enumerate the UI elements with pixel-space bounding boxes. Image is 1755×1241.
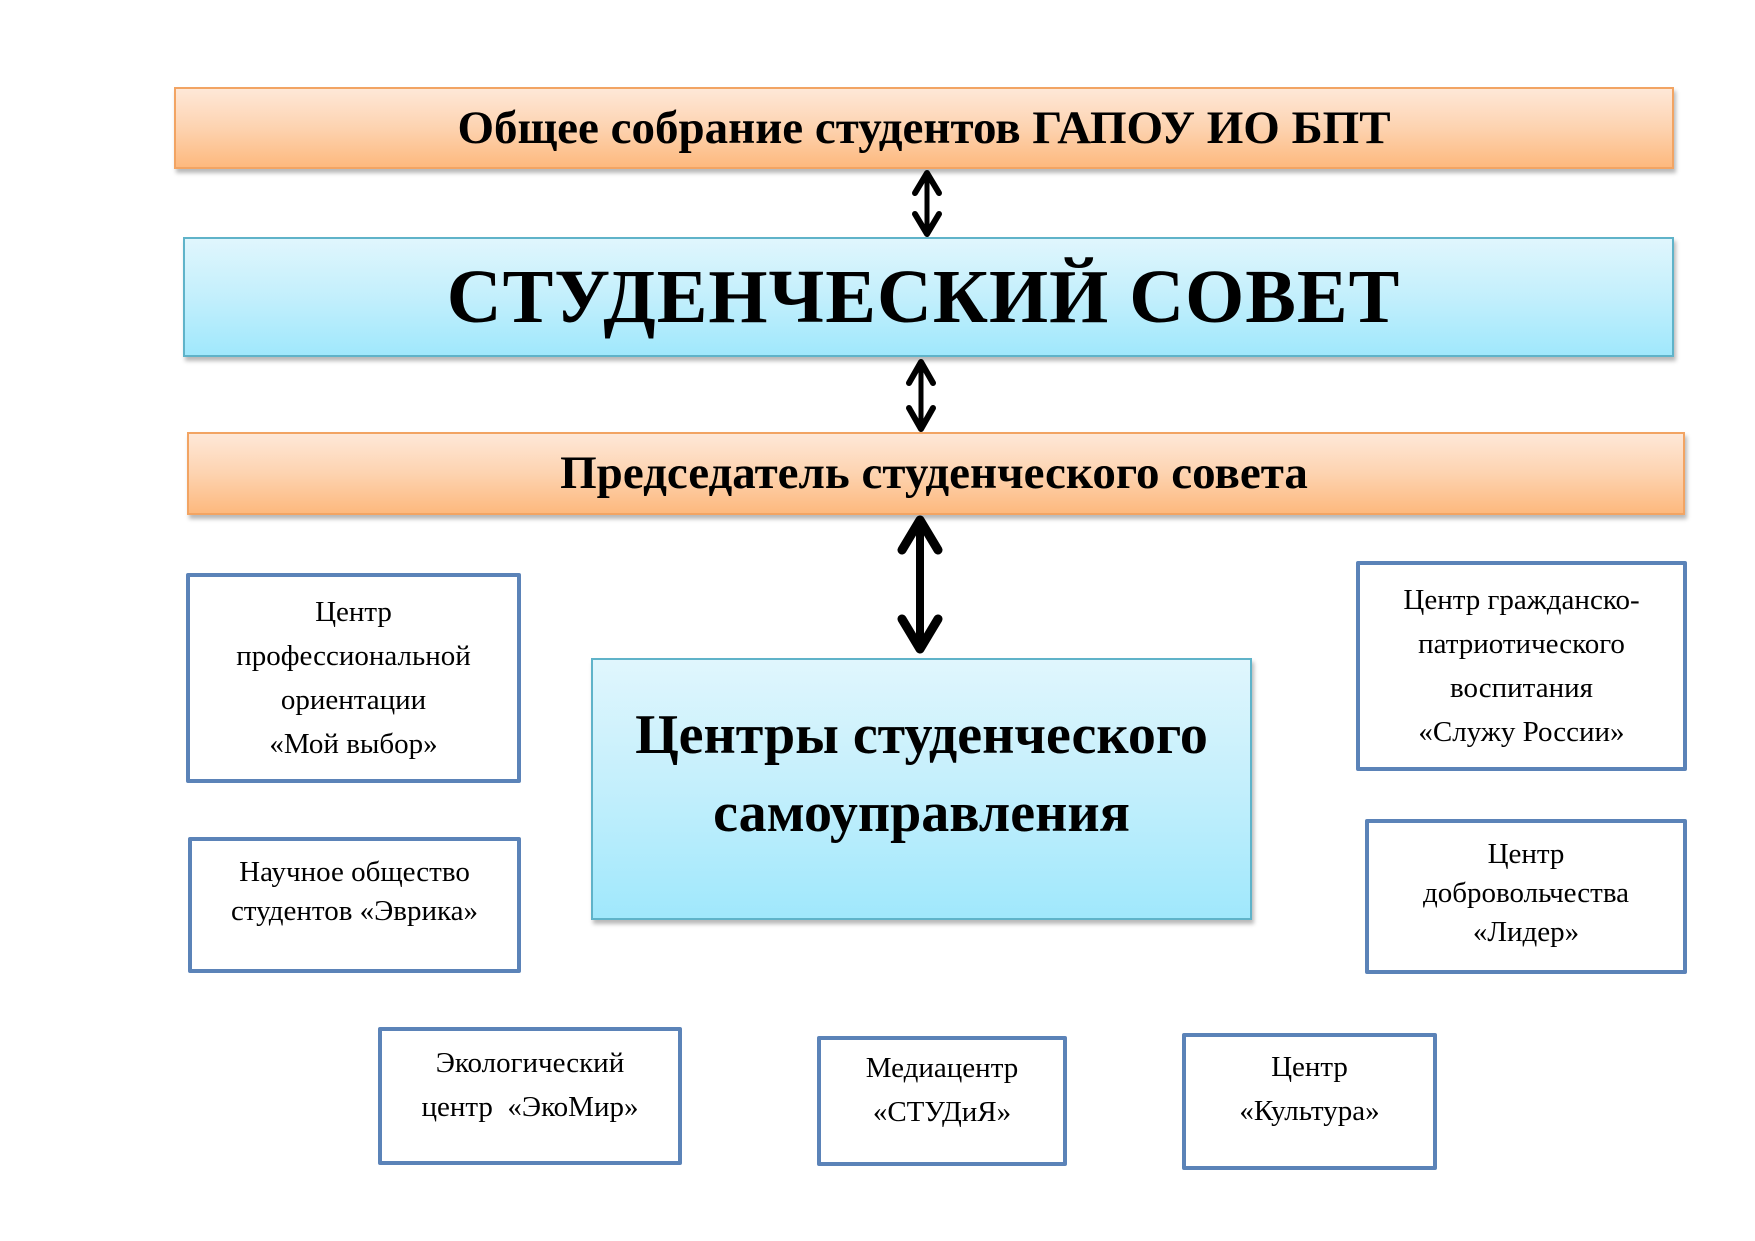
center-career-line-2: профессиональной [236, 640, 471, 672]
general-meeting-label: Общее собрание студентов ГАПОУ ИО БПТ [457, 101, 1391, 154]
center-box-volunteer: Центр добровольчества «Лидер» [1365, 819, 1687, 974]
center-patriotic-line-3: воспитания [1450, 672, 1593, 704]
centers-hub-title: Центры студенческого самоуправления [635, 660, 1208, 852]
arrow-council-chairman [906, 359, 936, 432]
center-box-media: Медиацентр «СТУДиЯ» [817, 1036, 1067, 1166]
center-label-eco: Экологический центр «ЭкоМир» [421, 1031, 638, 1129]
student-council-label: СТУДЕНЧЕСКИЙ СОВЕТ [446, 255, 1401, 339]
center-patriotic-line-4: «Служу России» [1418, 716, 1625, 748]
center-media-line-2: «СТУДиЯ» [872, 1096, 1012, 1128]
chairman-label: Председатель студенческого совета [560, 447, 1308, 499]
center-label-volunteer: Центр добровольчества «Лидер» [1423, 823, 1629, 952]
center-label-media: Медиацентр «СТУДиЯ» [866, 1040, 1018, 1134]
arrow-chairman-centers [897, 515, 943, 654]
centers-hub-line-1: Центры студенческого [635, 704, 1208, 766]
center-career-line-4: «Мой выбор» [269, 728, 438, 760]
center-label-science: Научное общество студентов «Эврика» [231, 841, 478, 931]
center-box-science: Научное общество студентов «Эврика» [188, 837, 521, 973]
center-volunteer-line-2: добровольчества [1422, 877, 1630, 909]
centers-hub-line-2: самоуправления [713, 782, 1130, 844]
general-meeting-box: Общее собрание студентов ГАПОУ ИО БПТ [174, 87, 1674, 169]
center-box-culture: Центр «Культура» [1182, 1033, 1437, 1170]
center-science-line-2: студентов «Эврика» [230, 895, 479, 927]
center-culture-line-1: Центр [1271, 1051, 1348, 1083]
arrow-meeting-council [912, 170, 942, 237]
center-label-patriotic: Центр гражданско- патриотического воспит… [1403, 578, 1639, 754]
center-volunteer-line-3: «Лидер» [1472, 916, 1580, 948]
center-box-patriotic: Центр гражданско- патриотического воспит… [1356, 561, 1687, 771]
center-label-culture: Центр «Культура» [1239, 1037, 1379, 1133]
center-eco-line-2: центр «ЭкоМир» [421, 1091, 639, 1123]
center-eco-line-1: Экологический [435, 1047, 625, 1079]
chairman-box: Председатель студенческого совета [187, 432, 1685, 515]
center-patriotic-line-1: Центр гражданско- [1403, 584, 1640, 616]
center-box-career: Центр профессиональной ориентации «Мой в… [186, 573, 521, 783]
center-career-line-3: ориентации [280, 684, 427, 716]
center-media-line-1: Медиацентр [865, 1052, 1019, 1084]
center-patriotic-line-2: патриотического [1418, 628, 1625, 660]
center-volunteer-line-1: Центр [1487, 838, 1565, 870]
student-council-box: СТУДЕНЧЕСКИЙ СОВЕТ [183, 237, 1674, 357]
center-label-career: Центр профессиональной ориентации «Мой в… [236, 590, 471, 766]
centers-hub-box: Центры студенческого самоуправления [591, 658, 1252, 920]
center-box-eco: Экологический центр «ЭкоМир» [378, 1027, 682, 1165]
center-culture-line-2: «Культура» [1239, 1095, 1380, 1127]
center-science-line-1: Научное общество [239, 856, 470, 888]
center-career-line-1: Центр [315, 596, 392, 628]
